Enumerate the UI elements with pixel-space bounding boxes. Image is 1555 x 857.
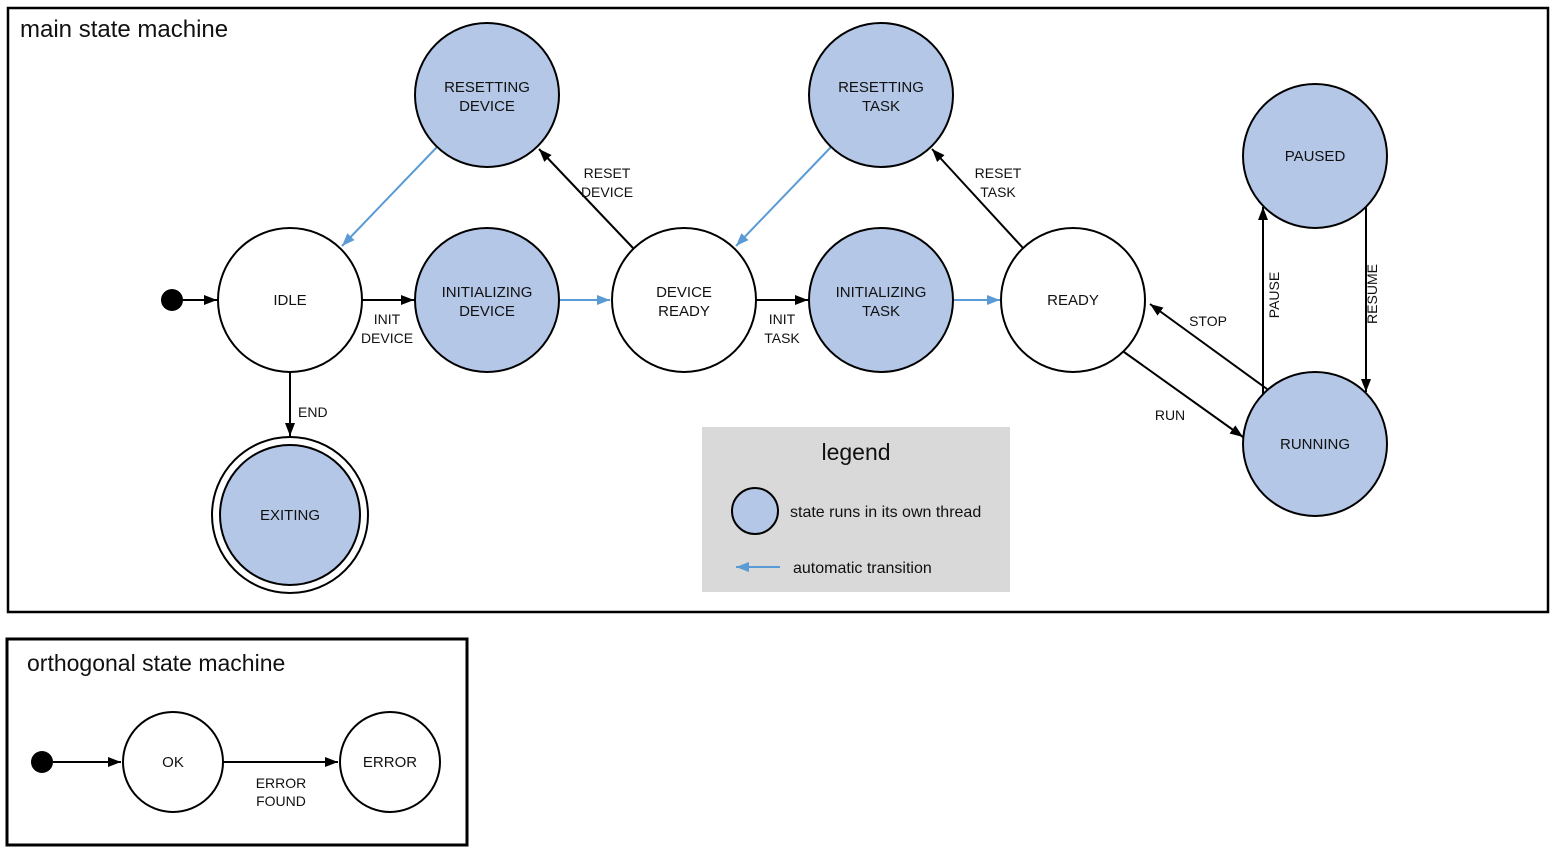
state-resetting-device-circle — [414, 22, 560, 168]
main-machine-title: main state machine — [20, 16, 228, 43]
state-resetting-device: RESETTING DEVICE — [414, 22, 560, 168]
state-initializing-device-circle — [414, 227, 560, 373]
state-device-ready-label2: READY — [658, 303, 710, 320]
legend-title: legend — [821, 439, 890, 465]
label-stop: STOP — [1189, 313, 1227, 329]
state-initializing-task-label1: INITIALIZING — [836, 284, 927, 301]
state-initializing-device-label1: INITIALIZING — [442, 284, 533, 301]
transition-reset-task-line — [931, 148, 1024, 249]
transition-reset-device-line — [538, 148, 634, 249]
state-exiting-label: EXITING — [260, 507, 320, 524]
state-paused-circle — [1242, 83, 1388, 229]
transition-run-line — [1123, 351, 1244, 438]
legend-thread-state-icon — [731, 487, 779, 535]
orthogonal-initial-dot — [31, 751, 53, 773]
transition-stop-line — [1149, 303, 1268, 390]
state-device-ready-label1: DEVICE — [656, 284, 712, 301]
state-device-ready-circle — [611, 227, 757, 373]
state-ready: READY — [1000, 227, 1146, 373]
state-idle-circle — [217, 227, 363, 373]
state-running-label: RUNNING — [1280, 436, 1350, 453]
state-resetting-device-label2: DEVICE — [459, 98, 515, 115]
main-transitions — [161, 146, 1371, 438]
label-run: RUN — [1155, 407, 1185, 423]
legend-thread-label: state runs in its own thread — [790, 504, 981, 521]
state-resetting-device-label1: RESETTING — [444, 79, 530, 96]
state-resetting-task-label1: RESETTING — [838, 79, 924, 96]
label-pause: PAUSE — [1266, 272, 1282, 318]
state-idle-label: IDLE — [273, 292, 306, 309]
main-states: RESETTING DEVICE RESETTING TASK PAUSED I… — [211, 22, 1388, 594]
state-running: RUNNING — [1242, 371, 1388, 517]
state-idle: IDLE — [217, 227, 363, 373]
state-device-ready: DEVICE READY — [611, 227, 757, 373]
label-reset-task-2: TASK — [980, 184, 1016, 200]
label-reset-device-2: DEVICE — [581, 184, 633, 200]
state-paused-label: PAUSED — [1285, 148, 1346, 165]
state-resetting-task-label2: TASK — [862, 98, 900, 115]
label-reset-device-1: RESET — [584, 165, 631, 181]
state-resetting-task-circle — [808, 22, 954, 168]
initial-state-dot — [161, 289, 183, 311]
state-error-label: ERROR — [363, 754, 417, 771]
state-exiting-inner-circle — [219, 444, 361, 586]
label-error-found-2: FOUND — [256, 793, 306, 809]
orthogonal-machine: orthogonal state machine OK ERROR FOUND … — [5, 637, 469, 847]
label-init-device-1: INIT — [374, 311, 401, 327]
state-ready-circle — [1000, 227, 1146, 373]
transition-auto-idle-line — [341, 146, 438, 247]
state-ready-label: READY — [1047, 292, 1099, 309]
orthogonal-machine-title: orthogonal state machine — [27, 650, 285, 676]
label-init-device-2: DEVICE — [361, 330, 413, 346]
label-error-found-1: ERROR — [256, 775, 307, 791]
state-initializing-device-label2: DEVICE — [459, 303, 515, 320]
state-running-circle — [1242, 371, 1388, 517]
label-init-task-1: INIT — [769, 311, 796, 327]
state-paused: PAUSED — [1242, 83, 1388, 229]
transition-auto-device-ready2-line — [735, 146, 832, 247]
legend: legend state runs in its own thread auto… — [702, 427, 1010, 592]
state-initializing-task: INITIALIZING TASK — [808, 227, 954, 373]
main-transition-labels: INIT DEVICE RESET DEVICE INIT TASK RESET… — [298, 165, 1380, 423]
label-resume: RESUME — [1364, 264, 1380, 324]
state-resetting-task: RESETTING TASK — [808, 22, 954, 168]
label-end: END — [298, 404, 328, 420]
label-init-task-2: TASK — [764, 330, 800, 346]
state-exiting-final: EXITING — [211, 436, 369, 594]
state-initializing-device: INITIALIZING DEVICE — [414, 227, 560, 373]
state-error-circle — [339, 711, 441, 813]
state-initializing-task-circle — [808, 227, 954, 373]
label-reset-task-1: RESET — [975, 165, 1022, 181]
state-ok-label: OK — [162, 754, 184, 771]
legend-auto-label: automatic transition — [793, 560, 932, 577]
state-initializing-task-label2: TASK — [862, 303, 900, 320]
